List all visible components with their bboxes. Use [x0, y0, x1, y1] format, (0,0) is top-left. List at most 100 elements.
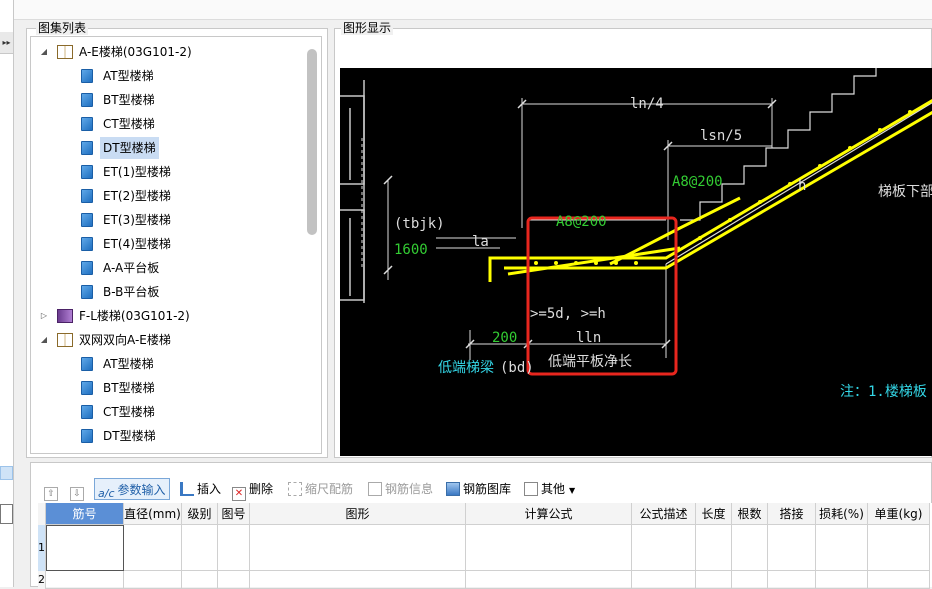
label-slab-bottom: 梯板下部 [878, 184, 932, 200]
tree-node-label: CT型楼梯 [103, 117, 155, 131]
grid-column-header[interactable]: 损耗(%) [816, 503, 868, 525]
grid-cell[interactable] [466, 571, 632, 589]
tree-node-label: F-L楼梯(03G101-2) [79, 309, 190, 323]
grid-cell[interactable] [696, 525, 732, 571]
grid-cell[interactable] [124, 571, 182, 589]
grid-row-number[interactable]: 2 [38, 571, 46, 589]
grid-cell[interactable] [466, 525, 632, 571]
tree-node-label: BT型楼梯 [103, 93, 155, 107]
grid-column-header[interactable]: 筋号 [46, 503, 124, 525]
label-bd: (bd) [500, 360, 534, 376]
tree-node-group[interactable]: ▷ F-L楼梯(03G101-2) [31, 305, 306, 327]
document-icon [81, 213, 93, 227]
document-icon [81, 405, 93, 419]
grid-column-header[interactable]: 计算公式 [466, 503, 632, 525]
move-up-button[interactable]: ⇧ [44, 478, 61, 501]
tree-node-group[interactable]: ◢双网双向A-E楼梯 [31, 329, 306, 351]
tree-node-item[interactable]: ET(3)型楼梯 [31, 209, 306, 231]
tree-node-item[interactable]: CT型楼梯 [31, 401, 306, 423]
grid-column-header[interactable]: 长度 [696, 503, 732, 525]
tree-node-item[interactable]: AT型楼梯 [31, 353, 306, 375]
drawing-panel-title: 图形显示 [341, 21, 394, 35]
tree-node-item[interactable]: A-A平台板 [31, 257, 306, 279]
tree-node-label: ET(4)型楼梯 [103, 237, 171, 251]
tree-node-item[interactable]: ET(2)型楼梯 [31, 185, 306, 207]
label-a8-200-top: A8@200 [672, 174, 723, 190]
rebar-lines [488, 98, 932, 282]
tree-node-item[interactable]: B-B平台板 [31, 281, 306, 303]
highlight-box [526, 216, 678, 376]
rebar-library-button[interactable]: 钢筋图库 [446, 478, 511, 500]
delete-button[interactable]: ✕删除 [232, 478, 273, 501]
scale-rebar-button[interactable]: 缩尺配筋 [288, 478, 353, 500]
label-note: 注：1.楼梯板 [840, 384, 927, 400]
left-input-box[interactable] [0, 504, 13, 524]
top-bar [14, 0, 932, 20]
grid-cell[interactable] [182, 525, 218, 571]
label-200: 200 [492, 330, 517, 346]
grid-cell[interactable] [768, 571, 816, 589]
grid-cell[interactable] [632, 571, 696, 589]
grid-column-header[interactable]: 图号 [218, 503, 250, 525]
grid-column-header[interactable]: 根数 [732, 503, 768, 525]
grid-cell[interactable] [732, 525, 768, 571]
grid-column-header[interactable]: 搭接 [768, 503, 816, 525]
label-low-slab: 低端平板净长 [548, 354, 632, 370]
document-icon [81, 285, 93, 299]
tree-node-label: CT型楼梯 [103, 405, 155, 419]
grid-cell[interactable] [124, 525, 182, 571]
tree-node-item[interactable]: AT型楼梯 [31, 65, 306, 87]
grid-row-number[interactable]: 1 [38, 525, 46, 571]
grid-cell[interactable] [218, 525, 250, 571]
tree-node-item[interactable]: BT型楼梯 [31, 89, 306, 111]
move-down-button[interactable]: ⇩ [70, 478, 87, 501]
label-lsn5: lsn/5 [700, 128, 742, 144]
tree-node-item[interactable]: ET(1)型楼梯 [31, 161, 306, 183]
grid-cell[interactable] [816, 525, 868, 571]
grid-cell[interactable] [182, 571, 218, 589]
tree-scrollbar[interactable] [307, 49, 317, 235]
expand-arrows-icon[interactable]: ▸▸ [0, 32, 13, 54]
document-icon [81, 357, 93, 371]
collapse-arrow-icon[interactable]: ◢ [40, 335, 48, 344]
tree-node-item[interactable]: CT型楼梯 [31, 113, 306, 135]
expand-arrow-icon[interactable]: ▷ [40, 311, 48, 320]
grid-cell[interactable] [250, 525, 466, 571]
document-icon [81, 381, 93, 395]
rebar-dots [534, 110, 912, 265]
drawing-canvas[interactable]: ln/4 lsn/5 A8@200 A8@200 h (tbjk) 1600 l… [340, 68, 932, 456]
grid-cell[interactable] [868, 571, 930, 589]
grid-cell[interactable] [816, 571, 868, 589]
tree-node-group[interactable]: ◢A-E楼梯(03G101-2) [31, 41, 306, 63]
document-icon [81, 261, 93, 275]
grid-column-header[interactable]: 图形 [250, 503, 466, 525]
tree-node-item[interactable]: BT型楼梯 [31, 377, 306, 399]
grid-cell[interactable] [46, 571, 124, 589]
left-selected-row[interactable] [0, 466, 13, 480]
tree-node-item[interactable]: ET(4)型楼梯 [31, 233, 306, 255]
rebar-grid[interactable]: 筋号直径(mm)级别图号图形计算公式公式描述长度根数搭接损耗(%)单重(kg) 1… [38, 503, 932, 589]
rebar-info-button[interactable]: 钢筋信息 [368, 478, 433, 500]
grid-cell[interactable] [250, 571, 466, 589]
grid-cell[interactable] [218, 571, 250, 589]
collapse-arrow-icon[interactable]: ◢ [40, 47, 48, 56]
tree-node-item[interactable]: DT型楼梯 [31, 137, 306, 159]
grid-column-header[interactable]: 公式描述 [632, 503, 696, 525]
grid-cell[interactable] [632, 525, 696, 571]
insert-button[interactable]: 插入 [180, 478, 221, 500]
stair-steps [680, 68, 877, 221]
grid-cell[interactable] [732, 571, 768, 589]
grid-cell[interactable] [46, 525, 124, 571]
grid-column-header[interactable]: 级别 [182, 503, 218, 525]
grid-cell[interactable] [868, 525, 930, 571]
grid-cell[interactable] [768, 525, 816, 571]
grid-cell[interactable] [696, 571, 732, 589]
other-menu-button[interactable]: 其他▼ [524, 478, 575, 500]
grid-column-header[interactable]: 单重(kg) [868, 503, 930, 525]
grid-column-header[interactable]: 直径(mm) [124, 503, 182, 525]
tree-node-item[interactable]: DT型楼梯 [31, 425, 306, 447]
document-icon [81, 69, 93, 83]
